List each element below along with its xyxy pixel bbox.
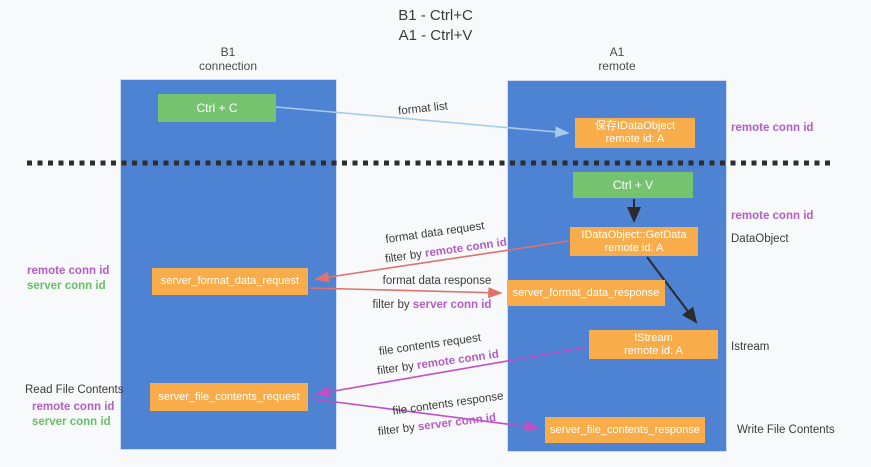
filter-by-text: filter by — [384, 248, 423, 266]
left-server-conn-id-2: server conn id — [32, 416, 111, 428]
right-remote-conn-id-top: remote conn id — [731, 122, 814, 134]
filter-by-text: filter by — [372, 299, 410, 311]
filter-by-text: filter by — [377, 421, 416, 439]
right-write-file-contents-label: Write File Contents — [737, 424, 835, 436]
node-server-format-data-response: server_format_data_response — [507, 280, 665, 306]
lane-a1-name: A1 — [609, 45, 625, 59]
node-server-file-contents-request: server_file_contents_request — [150, 383, 308, 411]
istream-line1: IStream — [634, 331, 673, 344]
left-read-file-contents-label: Read File Contents — [25, 384, 124, 396]
node-server-format-data-request: server_format_data_request — [152, 268, 308, 295]
left-remote-conn-id-1: remote conn id — [27, 265, 110, 277]
node-istream: IStream remote id: A — [589, 330, 718, 359]
server-format-data-response-label: server_format_data_response — [512, 286, 660, 299]
node-ctrl-c: Ctrl + C — [158, 94, 276, 122]
lane-b1-role: connection — [198, 59, 258, 73]
label-filter-server-1: filter by server conn id — [373, 299, 492, 311]
node-save-idataobject: 保存IDataObject remote id: A — [575, 118, 695, 148]
lane-b1-name: B1 — [220, 45, 236, 59]
diagram-title: B1 - Ctrl+C A1 - Ctrl+V — [0, 6, 871, 46]
label-format-data-response: format data response — [382, 275, 492, 287]
remote-conn-id-text: remote conn id — [416, 348, 500, 372]
filter-by-text: filter by — [376, 360, 415, 378]
getdata-line2: remote id: A — [604, 241, 664, 254]
getdata-line1: IDataObject::GetData — [581, 228, 687, 241]
server-format-data-request-label: server_format_data_request — [160, 275, 300, 287]
title-line-1: B1 - Ctrl+C — [398, 7, 473, 24]
right-dataobject-label: DataObject — [731, 233, 789, 245]
node-ctrl-v: Ctrl + V — [573, 172, 693, 198]
ctrl-v-label: Ctrl + V — [612, 177, 654, 192]
node-idataobject-getdata: IDataObject::GetData remote id: A — [570, 227, 698, 256]
istream-line2: remote id: A — [624, 344, 683, 357]
format-data-response-arrow — [309, 287, 503, 299]
node-server-file-contents-response: server_file_contents_response — [545, 417, 705, 443]
lane-a1-role: remote — [598, 59, 636, 73]
save-idataobject-line1: 保存IDataObject — [594, 120, 676, 132]
server-conn-id-text: server conn id — [412, 299, 492, 311]
right-remote-conn-id-mid: remote conn id — [731, 210, 814, 222]
right-istream-label: Istream — [731, 341, 770, 353]
left-remote-conn-id-2: remote conn id — [32, 401, 115, 413]
server-file-contents-response-label: server_file_contents_response — [550, 423, 700, 436]
label-format-list: format list — [397, 100, 449, 118]
ctrl-c-label: Ctrl + C — [196, 100, 238, 115]
left-server-conn-id-1: server conn id — [27, 280, 106, 292]
remote-conn-id-text: remote conn id — [424, 236, 508, 260]
title-line-2: A1 - Ctrl+V — [398, 27, 473, 44]
server-file-contents-request-label: server_file_contents_request — [158, 390, 300, 403]
lane-header-b1: B1 connection — [158, 45, 298, 73]
lane-header-a1: A1 remote — [547, 45, 687, 73]
save-idataobject-line2: remote id: A — [605, 133, 665, 145]
server-conn-id-text: server conn id — [417, 411, 497, 434]
